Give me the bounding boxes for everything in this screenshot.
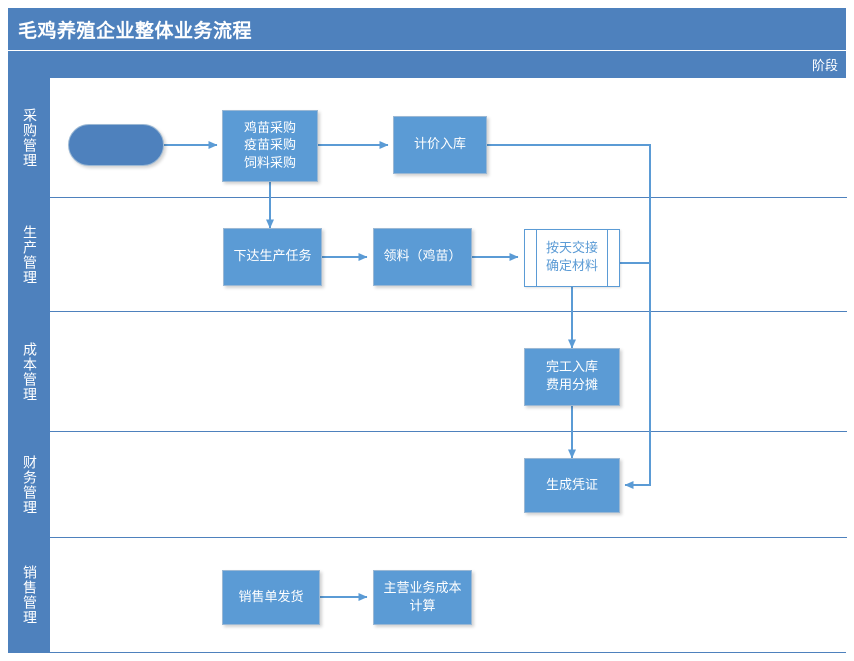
lane-header-finance: 财务管理: [9, 432, 49, 537]
node-purchase-orders[interactable]: 鸡苗采购 疫苗采购 饲料采购: [222, 110, 318, 182]
swimlane-sales: 销售管理: [9, 538, 847, 652]
lane-label-finance: 财务管理: [21, 454, 37, 515]
phase-bar: 阶段: [8, 51, 846, 78]
lane-label-purchase: 采购管理: [21, 107, 37, 168]
node-main-cost-calc[interactable]: 主营业务成本 计算: [373, 570, 472, 625]
node-sales-delivery[interactable]: 销售单发货: [222, 570, 320, 625]
swimlane-purchase: 采购管理: [9, 78, 847, 198]
diagram-title-bar: 毛鸡养殖企业整体业务流程: [8, 8, 846, 50]
diagram-title: 毛鸡养殖企业整体业务流程: [18, 19, 253, 42]
lane-label-production: 生产管理: [21, 224, 37, 285]
lane-label-sales: 销售管理: [21, 565, 37, 625]
node-issue-task[interactable]: 下达生产任务: [223, 228, 322, 286]
node-pick-material[interactable]: 领料（鸡苗）: [373, 228, 472, 286]
node-make-voucher[interactable]: 生成凭证: [524, 458, 620, 513]
phase-label: 阶段: [811, 59, 838, 74]
lane-header-sales: 销售管理: [9, 538, 49, 652]
lane-header-production: 生产管理: [9, 198, 49, 311]
node-start[interactable]: [68, 124, 164, 166]
swimlane-production: 生产管理: [9, 198, 847, 312]
lane-body-cost: [49, 312, 847, 431]
node-daily-handover[interactable]: 按天交接 确定材料: [524, 229, 620, 287]
lane-label-cost: 成本管理: [21, 341, 37, 402]
swimlane-frame: 采购管理 生产管理 成本管理 财务管理 销售管理: [8, 78, 847, 653]
node-finish-inbound[interactable]: 完工入库 费用分摊: [524, 348, 620, 406]
lane-header-cost: 成本管理: [9, 312, 49, 431]
swimlane-cost: 成本管理: [9, 312, 847, 432]
node-priced-inbound[interactable]: 计价入库: [393, 116, 487, 174]
lane-header-purchase: 采购管理: [9, 78, 49, 197]
swimlane-finance: 财务管理: [9, 432, 847, 538]
lane-body-finance: [49, 432, 847, 537]
